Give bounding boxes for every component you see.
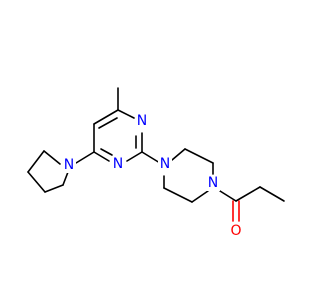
label-bg-n-pyrimidine-top xyxy=(135,113,149,129)
bond-carbonyl-ethyl xyxy=(235,186,261,202)
bond-pyrimidine-c4-c5-inner xyxy=(98,117,118,129)
label-bg-n-pyrimidine-bottom xyxy=(111,156,125,172)
bond-pyrimidine-n3-c4 xyxy=(117,109,135,119)
label-bg-n-piperazine-top xyxy=(158,156,172,172)
bond-piperazine-c5-c6 xyxy=(163,187,193,203)
bond-piperazine-n1-c2 xyxy=(171,148,186,161)
atom-label-n-piperazine-bottom: N xyxy=(208,175,218,191)
molecule-structure: N N N N N O xyxy=(27,87,285,239)
bond-ethyl-methyl xyxy=(259,186,285,202)
label-bg-n-piperazine-bottom xyxy=(206,175,220,191)
bond-pyrrolidine-cc-cd xyxy=(44,184,64,193)
bond-pyrimidine-pyrrolidine xyxy=(75,151,95,164)
bond-piperazine-n4-c5 xyxy=(191,190,209,203)
bond-pyrimidine-piperazine xyxy=(141,151,161,164)
bond-n4-carbonyl xyxy=(219,190,237,202)
bond-pyrrolidine-cb-cc xyxy=(27,171,46,193)
atom-label-o-carbonyl: O xyxy=(230,223,241,239)
atom-label-n-pyrimidine-bottom: N xyxy=(113,156,123,172)
bond-pyrrolidine-ca-cb xyxy=(27,150,45,173)
atom-label-n-pyrrolidine: N xyxy=(64,157,74,173)
bond-pyrrolidine-cd-n xyxy=(62,171,69,186)
bond-pyrimidine-c6-n1 xyxy=(93,151,110,162)
label-bg-n-pyrrolidine xyxy=(62,157,76,173)
atom-label-n-pyrimidine-top: N xyxy=(137,113,147,129)
bond-pyrimidine-n1-c2 xyxy=(126,151,143,162)
bond-piperazine-c2-c3 xyxy=(184,148,214,164)
label-bg-o-carbonyl xyxy=(229,223,243,239)
atom-label-n-piperazine-top: N xyxy=(160,156,170,172)
bond-pyrimidine-c6-n1-inner xyxy=(100,148,113,156)
molecule-canvas: N N N N N O xyxy=(27,87,285,239)
bond-pyrimidine-c4-c5 xyxy=(93,109,119,125)
bond-pyrrolidine-n-ca xyxy=(43,150,61,165)
